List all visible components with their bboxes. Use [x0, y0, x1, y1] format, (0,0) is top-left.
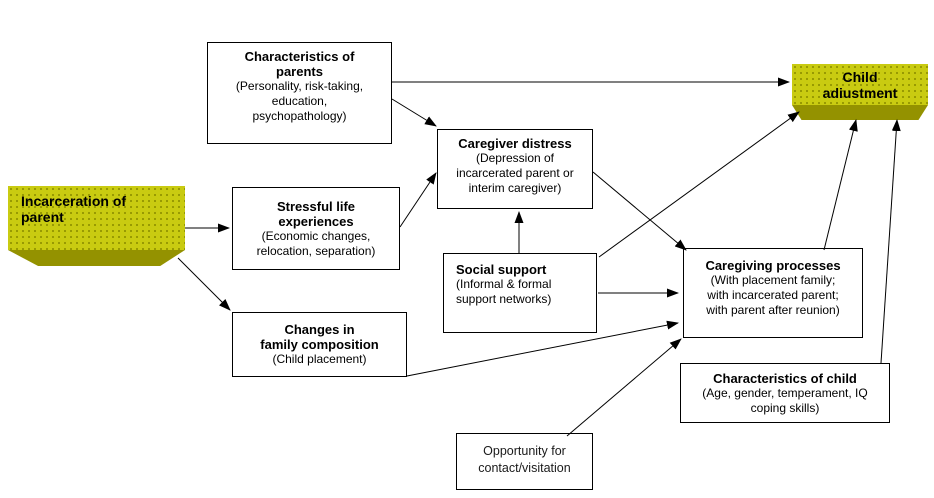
arrow-char_child-to-child_adjustment: [880, 119, 901, 364]
arrow-caregiving-to-child_adjustment: [823, 119, 858, 251]
node-subtitle: (Informal & formal support networks): [456, 277, 552, 306]
node-subtitle: (With placement family; with incarcerate…: [706, 273, 840, 317]
node-caregiver-distress: Caregiver distress (Depression of incarc…: [437, 129, 593, 209]
node-text: Opportunity for contact/visitation: [478, 444, 571, 475]
arrow-social_support-to-child_adjustment: [598, 111, 800, 258]
node-subtitle: (Personality, risk-taking, education, ps…: [235, 79, 364, 123]
arrow-opportunity-to-caregiving: [566, 338, 682, 437]
node-title: Incarceration of parent: [21, 193, 127, 225]
shadow-band: [792, 105, 928, 120]
node-subtitle: (Age, gender, temperament, IQ coping ski…: [702, 386, 868, 415]
node-title: Characteristics of parents: [244, 49, 355, 79]
node-characteristics-of-parents: Characteristics of parents (Personality,…: [207, 42, 392, 144]
node-child-adjustment: Child adiustment: [792, 64, 928, 120]
node-title: Stressful life experiences: [276, 199, 356, 229]
node-subtitle: (Child placement): [272, 352, 367, 366]
node-title: Caregiver distress: [458, 136, 572, 151]
node-caregiving-processes: Caregiving processes (With placement fam…: [683, 248, 863, 338]
arrow-stressful-to-caregiver_distress: [399, 172, 437, 228]
node-title: Child adiustment: [822, 69, 898, 101]
node-social-support: Social support (Informal & formal suppor…: [443, 253, 597, 333]
arrow-char_parents-to-caregiver_distress: [391, 98, 437, 127]
arrow-incarceration-to-changes: [177, 257, 231, 311]
shadow-band: [8, 250, 185, 266]
arrow-caregiver_distress-to-caregiving: [592, 171, 687, 251]
node-incarceration-of-parent: Incarceration of parent: [8, 186, 185, 266]
node-stressful-life-experiences: Stressful life experiences (Economic cha…: [232, 187, 400, 270]
node-title: Social support: [456, 262, 547, 277]
node-changes-in-family-composition: Changes in family composition (Child pla…: [232, 312, 407, 377]
node-title: Changes in family composition: [260, 322, 379, 352]
node-title: Characteristics of child: [713, 371, 857, 386]
node-opportunity-for-contact-visitation: Opportunity for contact/visitation: [456, 433, 593, 490]
node-title: Caregiving processes: [705, 258, 841, 273]
node-subtitle: (Economic changes, relocation, separatio…: [256, 229, 376, 258]
node-subtitle: (Depression of incarcerated parent or in…: [456, 151, 574, 195]
node-characteristics-of-child: Characteristics of child (Age, gender, t…: [680, 363, 890, 423]
